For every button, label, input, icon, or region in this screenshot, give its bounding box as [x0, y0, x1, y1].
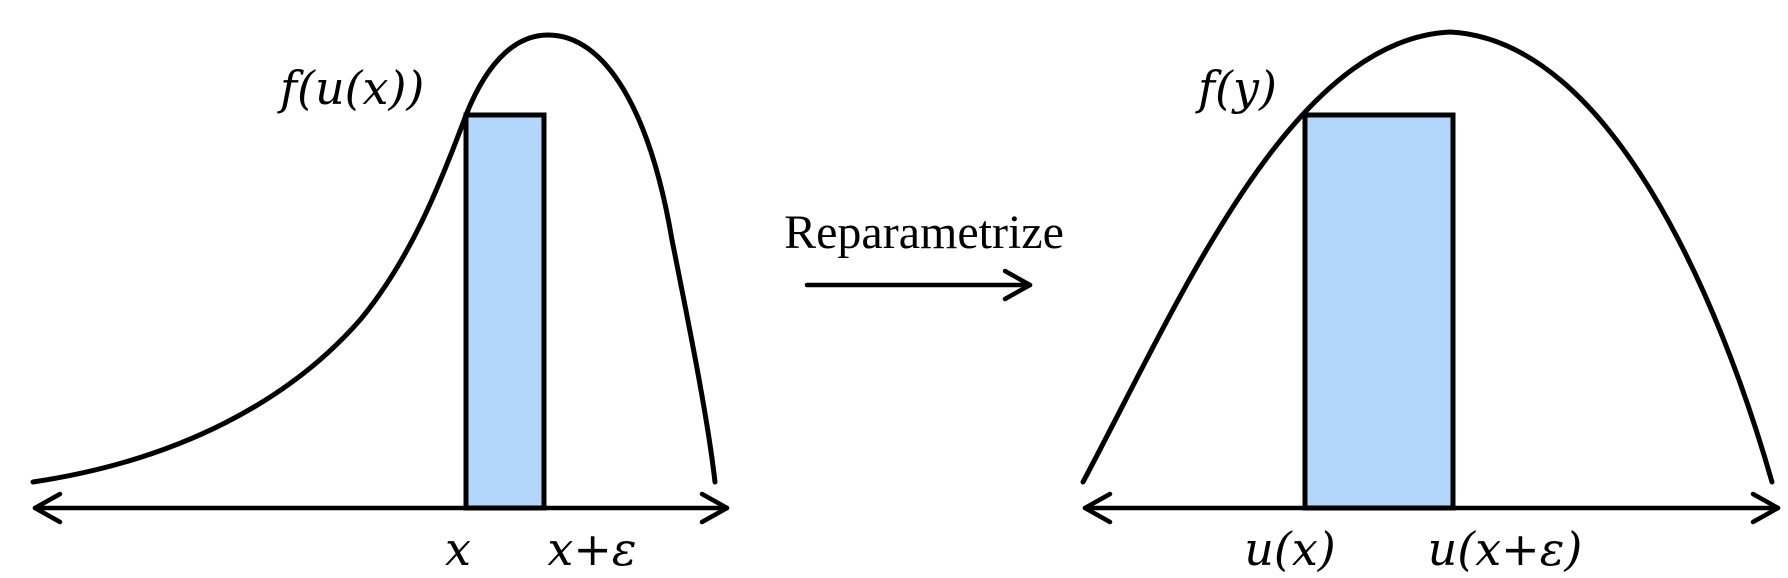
left-density-curve [30, 32, 718, 485]
left-axis-arrowhead-left [32, 491, 63, 525]
transition-arrowhead [1002, 268, 1033, 302]
left-tick-label-end: x+ε [547, 522, 636, 576]
left-area-bar [463, 112, 547, 511]
reparametrize-transition: Reparametrize [784, 206, 1064, 302]
reparametrize-label: Reparametrize [784, 206, 1064, 259]
right-tick-label-start: u(x) [1244, 522, 1335, 576]
right-density-curve [1080, 29, 1775, 485]
right-axis-arrowhead-right [1750, 491, 1781, 525]
left-function-label: f(u(x)) [277, 61, 424, 115]
right-function-label: f(y) [1195, 61, 1277, 115]
right-axis-arrowhead-left [1082, 491, 1113, 525]
right-tick-label-end: u(x+ε) [1428, 522, 1583, 576]
left-tick-label-start: x [445, 522, 471, 576]
right-panel: f(y) u(x) u(x+ε) [1080, 29, 1781, 576]
right-area-bar [1302, 112, 1456, 511]
left-axis-arrowhead-right [699, 491, 730, 525]
left-panel: f(u(x)) x x+ε [30, 32, 730, 576]
